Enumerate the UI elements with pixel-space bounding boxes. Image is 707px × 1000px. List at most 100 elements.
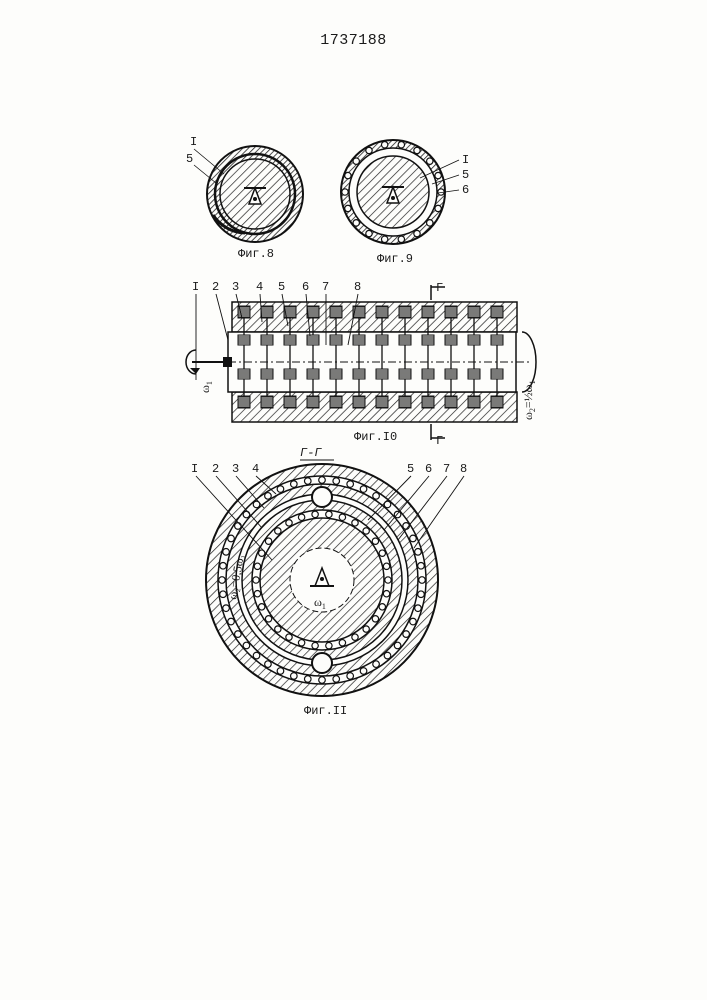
fig10-roller <box>330 306 342 318</box>
fig9-ball <box>435 205 441 211</box>
fig11-label-4: 4 <box>252 462 259 476</box>
fig11-outer-ball <box>418 562 425 569</box>
fig11-outer-ball <box>228 535 235 542</box>
fig10-roller <box>284 369 296 379</box>
fig11-inner-ball <box>352 520 358 526</box>
fig9-ball <box>345 172 351 178</box>
fig11-inner-ball <box>379 604 385 610</box>
fig9-ball <box>427 220 433 226</box>
fig11-inner-ball <box>265 538 271 544</box>
fig11-label-6: 6 <box>425 462 432 476</box>
fig10-roller <box>284 396 296 408</box>
fig11-outer-ball <box>347 481 354 488</box>
fig11-inner-ball <box>339 640 345 646</box>
fig9-ball <box>398 142 404 148</box>
fig11-inner-ball <box>385 577 391 583</box>
fig10-roller <box>399 369 411 379</box>
fig11-inner-ball <box>298 514 304 520</box>
fig10-label-4: 4 <box>256 280 263 294</box>
fig10-roller <box>445 306 457 318</box>
fig11-outer-ball <box>291 481 298 488</box>
fig10-roller <box>376 396 388 408</box>
fig11-outer-ball <box>228 618 235 625</box>
fig10-roller <box>307 369 319 379</box>
fig11-inner-ball <box>312 642 318 648</box>
fig10-roller <box>376 335 388 345</box>
fig11-inner-ball <box>383 563 389 569</box>
fig11-inner-ball <box>254 591 260 597</box>
fig11-section-title: Г-Г <box>300 446 322 460</box>
fig11-outer-ball <box>347 673 354 680</box>
fig10-label-1: I <box>192 280 199 294</box>
fig11-outer-ball <box>373 661 380 668</box>
fig11-inner-ball <box>298 640 304 646</box>
fig10-roller <box>330 396 342 408</box>
fig9-ball <box>366 230 372 236</box>
fig9-ball <box>366 147 372 153</box>
fig10-roller <box>491 396 503 408</box>
fig11-label-7: 7 <box>443 462 450 476</box>
fig11-inner-ball <box>312 511 318 517</box>
fig8-label-5: 5 <box>186 152 193 166</box>
fig11-label-5: 5 <box>407 462 414 476</box>
fig10-label-6: 6 <box>302 280 309 294</box>
fig11-outer-ball <box>304 676 311 683</box>
fig10-roller <box>238 396 250 408</box>
fig11-inner-ball <box>339 514 345 520</box>
fig11-outer-ball <box>219 577 226 584</box>
fig11-large-ball-top <box>312 487 332 507</box>
fig10-roller <box>261 306 273 318</box>
fig11-outer-ball <box>277 668 284 675</box>
fig9-label-6: 6 <box>462 183 469 197</box>
fig9-ball <box>414 147 420 153</box>
fig10-roller <box>422 396 434 408</box>
fig11-outer-ball <box>223 605 230 612</box>
fig11-outer-ball <box>265 493 272 500</box>
fig10-roller <box>238 335 250 345</box>
fig10-roller <box>422 369 434 379</box>
fig11-inner-ball <box>326 642 332 648</box>
fig10-roller <box>261 369 273 379</box>
fig10-omega-out: ω2=½ω1 <box>521 380 537 420</box>
fig11-outer-ball <box>319 677 326 684</box>
fig10-caption: Фиг.I0 <box>354 430 397 444</box>
fig11-outer-ball <box>415 549 422 556</box>
fig11-outer-ball <box>419 577 426 584</box>
fig10-roller <box>422 306 434 318</box>
fig11-outer-ball <box>333 676 340 683</box>
fig9-ball <box>435 172 441 178</box>
fig10-section-mark-bottom: Г <box>436 434 443 448</box>
fig11-inner-ball <box>275 528 281 534</box>
fig11-inner-ball <box>286 520 292 526</box>
fig10-label-8: 8 <box>354 280 361 294</box>
fig11-outer-ball <box>418 591 425 598</box>
fig10-roller <box>353 335 365 345</box>
fig10-label-7: 7 <box>322 280 329 294</box>
fig11-inner-ball <box>286 634 292 640</box>
fig11-outer-ball <box>220 562 227 569</box>
fig9-ball <box>345 205 351 211</box>
figure-11: Г-Г ω1 ω₂=0,5ω₁ I 2 3 4 5 6 7 8 <box>191 446 467 718</box>
fig9-label-1: I <box>462 153 469 167</box>
fig11-outer-ball <box>373 493 380 500</box>
fig11-outer-ball <box>403 631 410 638</box>
fig11-inner-ball <box>253 577 259 583</box>
fig8-caption: Фиг.8 <box>238 247 274 261</box>
figure-10: Г Г I 2 3 4 5 6 7 8 ω1 ω2=½ω1 Фиг.I0 <box>186 280 537 448</box>
fig10-roller <box>261 335 273 345</box>
fig10-roller <box>491 369 503 379</box>
fig11-caption: Фиг.II <box>304 704 347 718</box>
fig10-roller <box>330 335 342 345</box>
fig11-outer-ball <box>223 549 230 556</box>
fig11-inner-ball <box>254 563 260 569</box>
fig9-ball <box>427 158 433 164</box>
fig11-outer-ball <box>265 661 272 668</box>
fig10-roller <box>330 369 342 379</box>
fig11-large-ball-bottom <box>312 653 332 673</box>
fig11-inner-ball <box>372 616 378 622</box>
fig11-inner-ball <box>352 634 358 640</box>
fig10-roller <box>307 306 319 318</box>
fig11-outer-ball <box>291 673 298 680</box>
fig10-roller <box>399 396 411 408</box>
figure-8: I 5 Фиг.8 <box>186 135 303 261</box>
